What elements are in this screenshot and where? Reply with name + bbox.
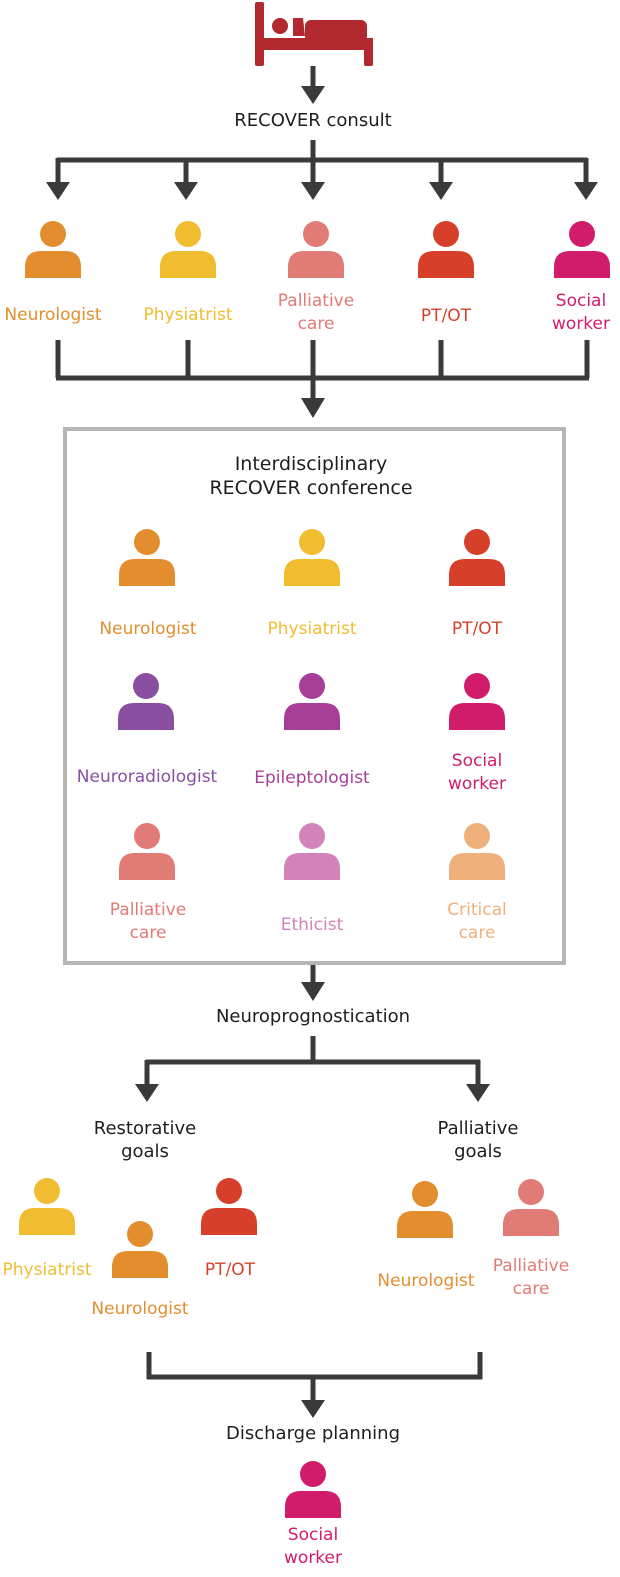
person-icon [112,1220,168,1278]
conference-role-neuroradiologist: Neuroradiologist [76,767,218,787]
person-icon [449,528,505,586]
person-icon [160,220,216,278]
conference-role-pt-ot: PT/OT [451,619,503,639]
arrowhead [135,1084,159,1102]
person-icon [119,822,175,880]
consult-role-pt-ot: PT/OT [420,306,472,326]
discharge-planning-title: Discharge planning [226,1423,400,1444]
arrowhead [46,182,70,200]
person-icon [284,528,340,586]
consult-role-neurologist: Neurologist [4,305,102,325]
person-icon [25,220,81,278]
arrowhead [301,1400,325,1418]
arrowhead [174,182,198,200]
person-icon [503,1178,559,1236]
arrowhead [301,86,325,104]
person-icon [284,672,340,730]
person-icon [288,220,344,278]
arrowhead [466,1084,490,1102]
person-icon [418,220,474,278]
restorative-role-pt-ot: PT/OT [204,1260,256,1280]
arrowhead [301,982,325,1001]
person-icon [285,1460,341,1518]
neuroprognostication-label: Neuroprognostication [215,1006,411,1027]
arrowhead [429,182,453,200]
person-icon [201,1177,257,1235]
person-icon [284,822,340,880]
person-icon [119,528,175,586]
person-icon [449,822,505,880]
hospital-bed-icon [255,2,373,66]
arrowhead [574,182,598,200]
conference-role-neurologist: Neurologist [99,619,197,639]
person-icon [19,1177,75,1235]
conference-role-ethicist: Ethicist [280,915,344,935]
palliative-role-neurologist: Neurologist [377,1271,475,1291]
person-icon [397,1180,453,1238]
conference-role-epileptologist: Epileptologist [254,768,370,788]
person-icon [554,220,610,278]
person-icon [449,672,505,730]
consult-label: RECOVER consult [234,110,392,131]
conference-box [63,427,566,965]
arrowhead [301,182,325,200]
person-icon [118,672,174,730]
restorative-role-neurologist: Neurologist [91,1299,189,1319]
restorative-role-physiatrist: Physiatrist [2,1260,92,1280]
arrowhead [301,398,325,418]
consult-role-physiatrist: Physiatrist [143,305,233,325]
conference-role-physiatrist: Physiatrist [267,619,357,639]
